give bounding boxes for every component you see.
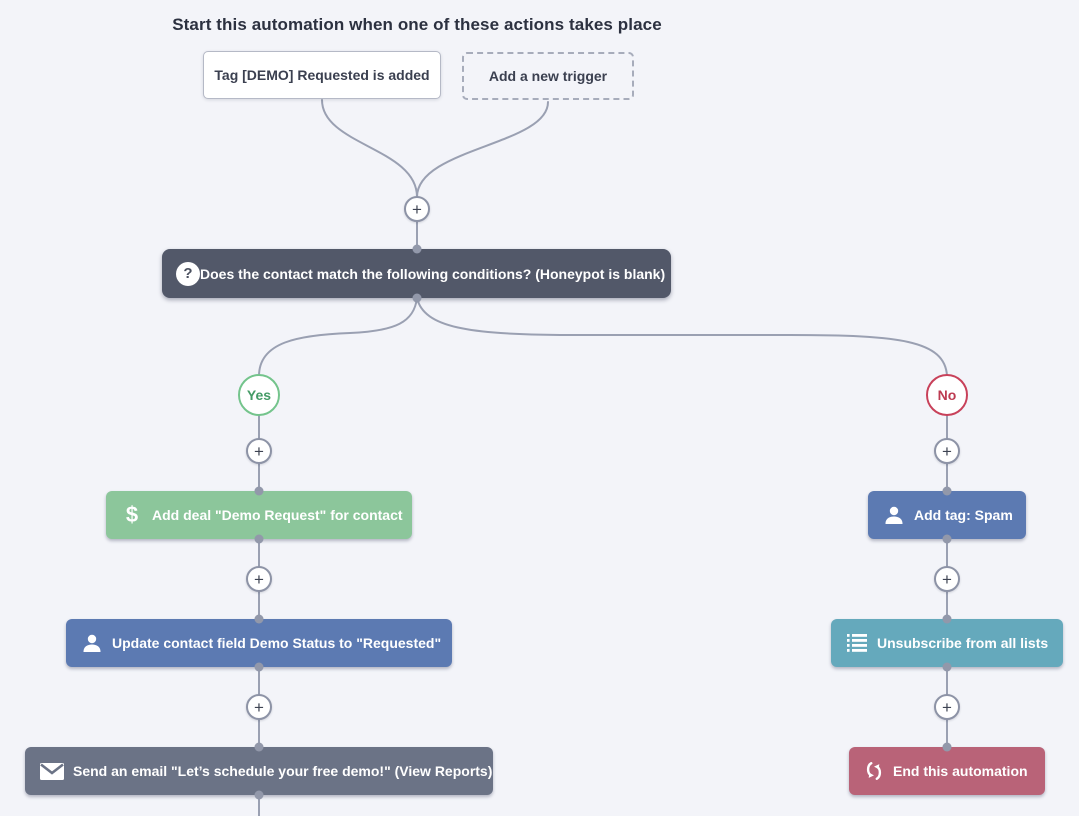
action-label: Update contact field Demo Status to "Req… [112,635,442,651]
condition-node[interactable]: ? Does the contact match the following c… [162,249,671,298]
connector-dot [412,244,422,254]
connector-dot [254,662,264,672]
plus-icon: + [412,199,422,219]
list-icon [845,631,869,655]
contact-icon [882,503,906,527]
action-node-end-automation[interactable]: End this automation [849,747,1045,795]
connector-dot [254,742,264,752]
add-node-button[interactable]: + [934,566,960,592]
plus-icon: + [254,569,264,589]
connector-dot [254,790,264,800]
action-label: Send an email "Let’s schedule your free … [73,763,493,779]
connector-dot [942,534,952,544]
action-node-send-email[interactable]: Send an email "Let’s schedule your free … [25,747,493,795]
connector-dot [942,742,952,752]
connector-dot [942,486,952,496]
trigger-label: Tag [DEMO] Requested is added [214,67,430,83]
yes-label: Yes [246,387,272,403]
plus-icon: + [942,441,952,461]
end-automation-icon [863,760,885,782]
action-node-add-deal[interactable]: $ Add deal "Demo Request" for contact [106,491,412,539]
connector-dot [254,614,264,624]
add-node-button[interactable]: + [246,566,272,592]
action-label: Add tag: Spam [914,507,1013,523]
add-node-button[interactable]: + [934,438,960,464]
connector-dot [254,486,264,496]
action-node-update-contact-field[interactable]: Update contact field Demo Status to "Req… [66,619,452,667]
action-label: End this automation [893,763,1028,779]
action-node-add-tag[interactable]: Add tag: Spam [868,491,1026,539]
connector-dot [412,293,422,303]
add-trigger-label: Add a new trigger [488,68,608,84]
condition-label: Does the contact match the following con… [200,265,666,282]
question-icon: ? [176,261,200,286]
add-node-button[interactable]: + [246,694,272,720]
email-icon [39,760,65,782]
plus-icon: + [254,697,264,717]
add-new-trigger-button[interactable]: Add a new trigger [462,52,634,100]
yes-branch-badge: Yes [238,374,280,416]
add-node-button[interactable]: + [246,438,272,464]
action-label: Add deal "Demo Request" for contact [152,507,403,523]
add-node-button[interactable]: + [404,196,430,222]
plus-icon: + [942,697,952,717]
no-branch-badge: No [926,374,968,416]
plus-icon: + [254,441,264,461]
no-label: No [937,387,957,403]
action-label: Unsubscribe from all lists [877,635,1049,651]
connector-dot [254,534,264,544]
connector-dot [942,662,952,672]
plus-icon: + [942,569,952,589]
action-node-unsubscribe[interactable]: Unsubscribe from all lists [831,619,1063,667]
add-node-button[interactable]: + [934,694,960,720]
deal-dollar-icon: $ [125,502,139,527]
contact-icon [80,631,104,655]
page-title: Start this automation when one of these … [172,15,662,34]
connector-dot [942,614,952,624]
trigger-node-tag-added[interactable]: Tag [DEMO] Requested is added [203,51,441,99]
